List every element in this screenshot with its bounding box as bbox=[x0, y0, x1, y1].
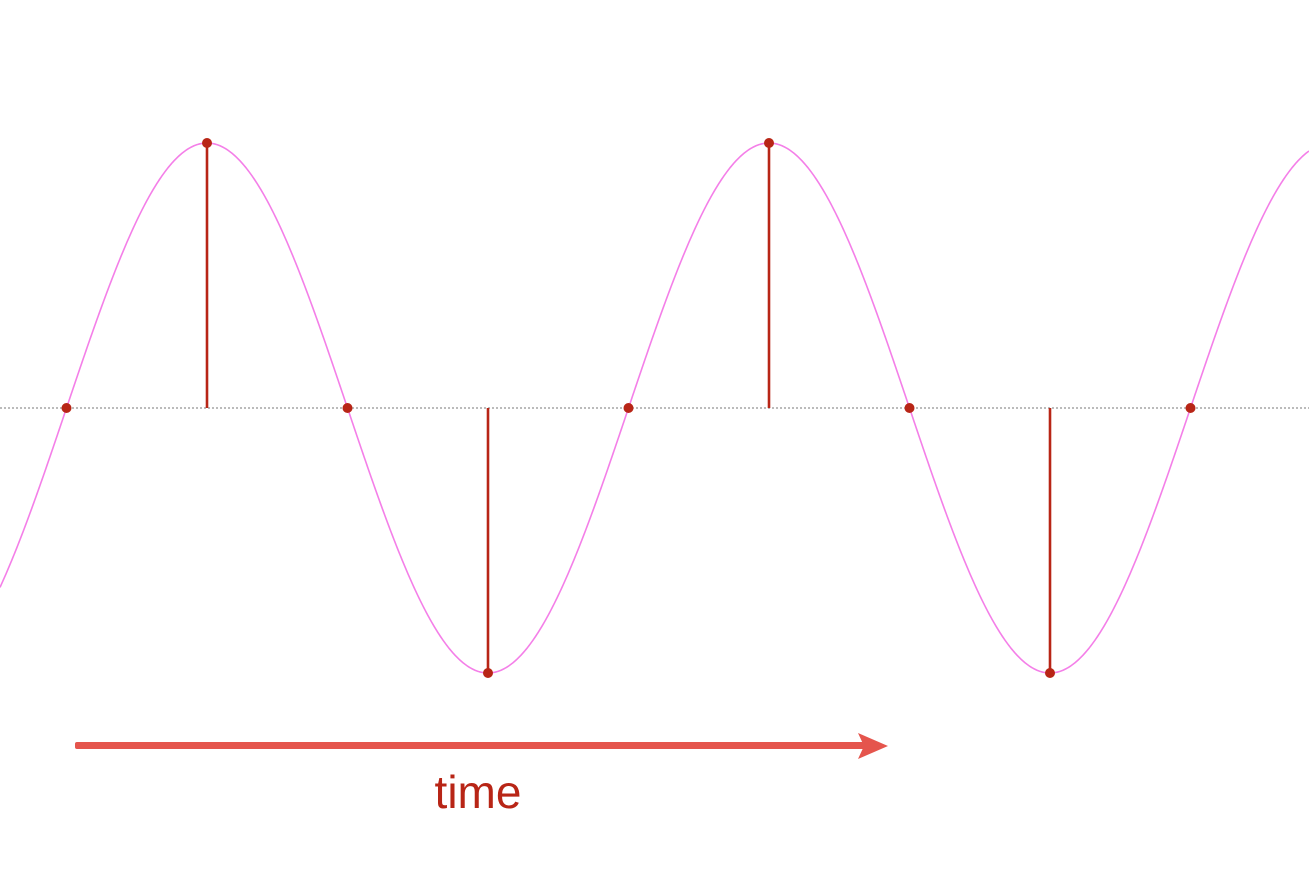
sample-point bbox=[1045, 668, 1055, 678]
sample-points bbox=[61, 138, 1196, 678]
sample-point bbox=[202, 138, 212, 148]
sample-point bbox=[483, 668, 493, 678]
sample-point bbox=[342, 403, 353, 413]
sample-point bbox=[623, 403, 634, 413]
time-arrow-head bbox=[858, 733, 888, 759]
time-label: time bbox=[435, 766, 522, 818]
time-arrow-shaft bbox=[75, 742, 865, 749]
sample-point bbox=[904, 403, 915, 413]
sample-stems bbox=[205, 143, 1052, 673]
sample-point bbox=[764, 138, 774, 148]
sample-point bbox=[61, 403, 72, 413]
sample-point bbox=[1185, 403, 1196, 413]
continuous-sine-wave bbox=[0, 142, 1309, 674]
time-arrow bbox=[75, 733, 888, 759]
